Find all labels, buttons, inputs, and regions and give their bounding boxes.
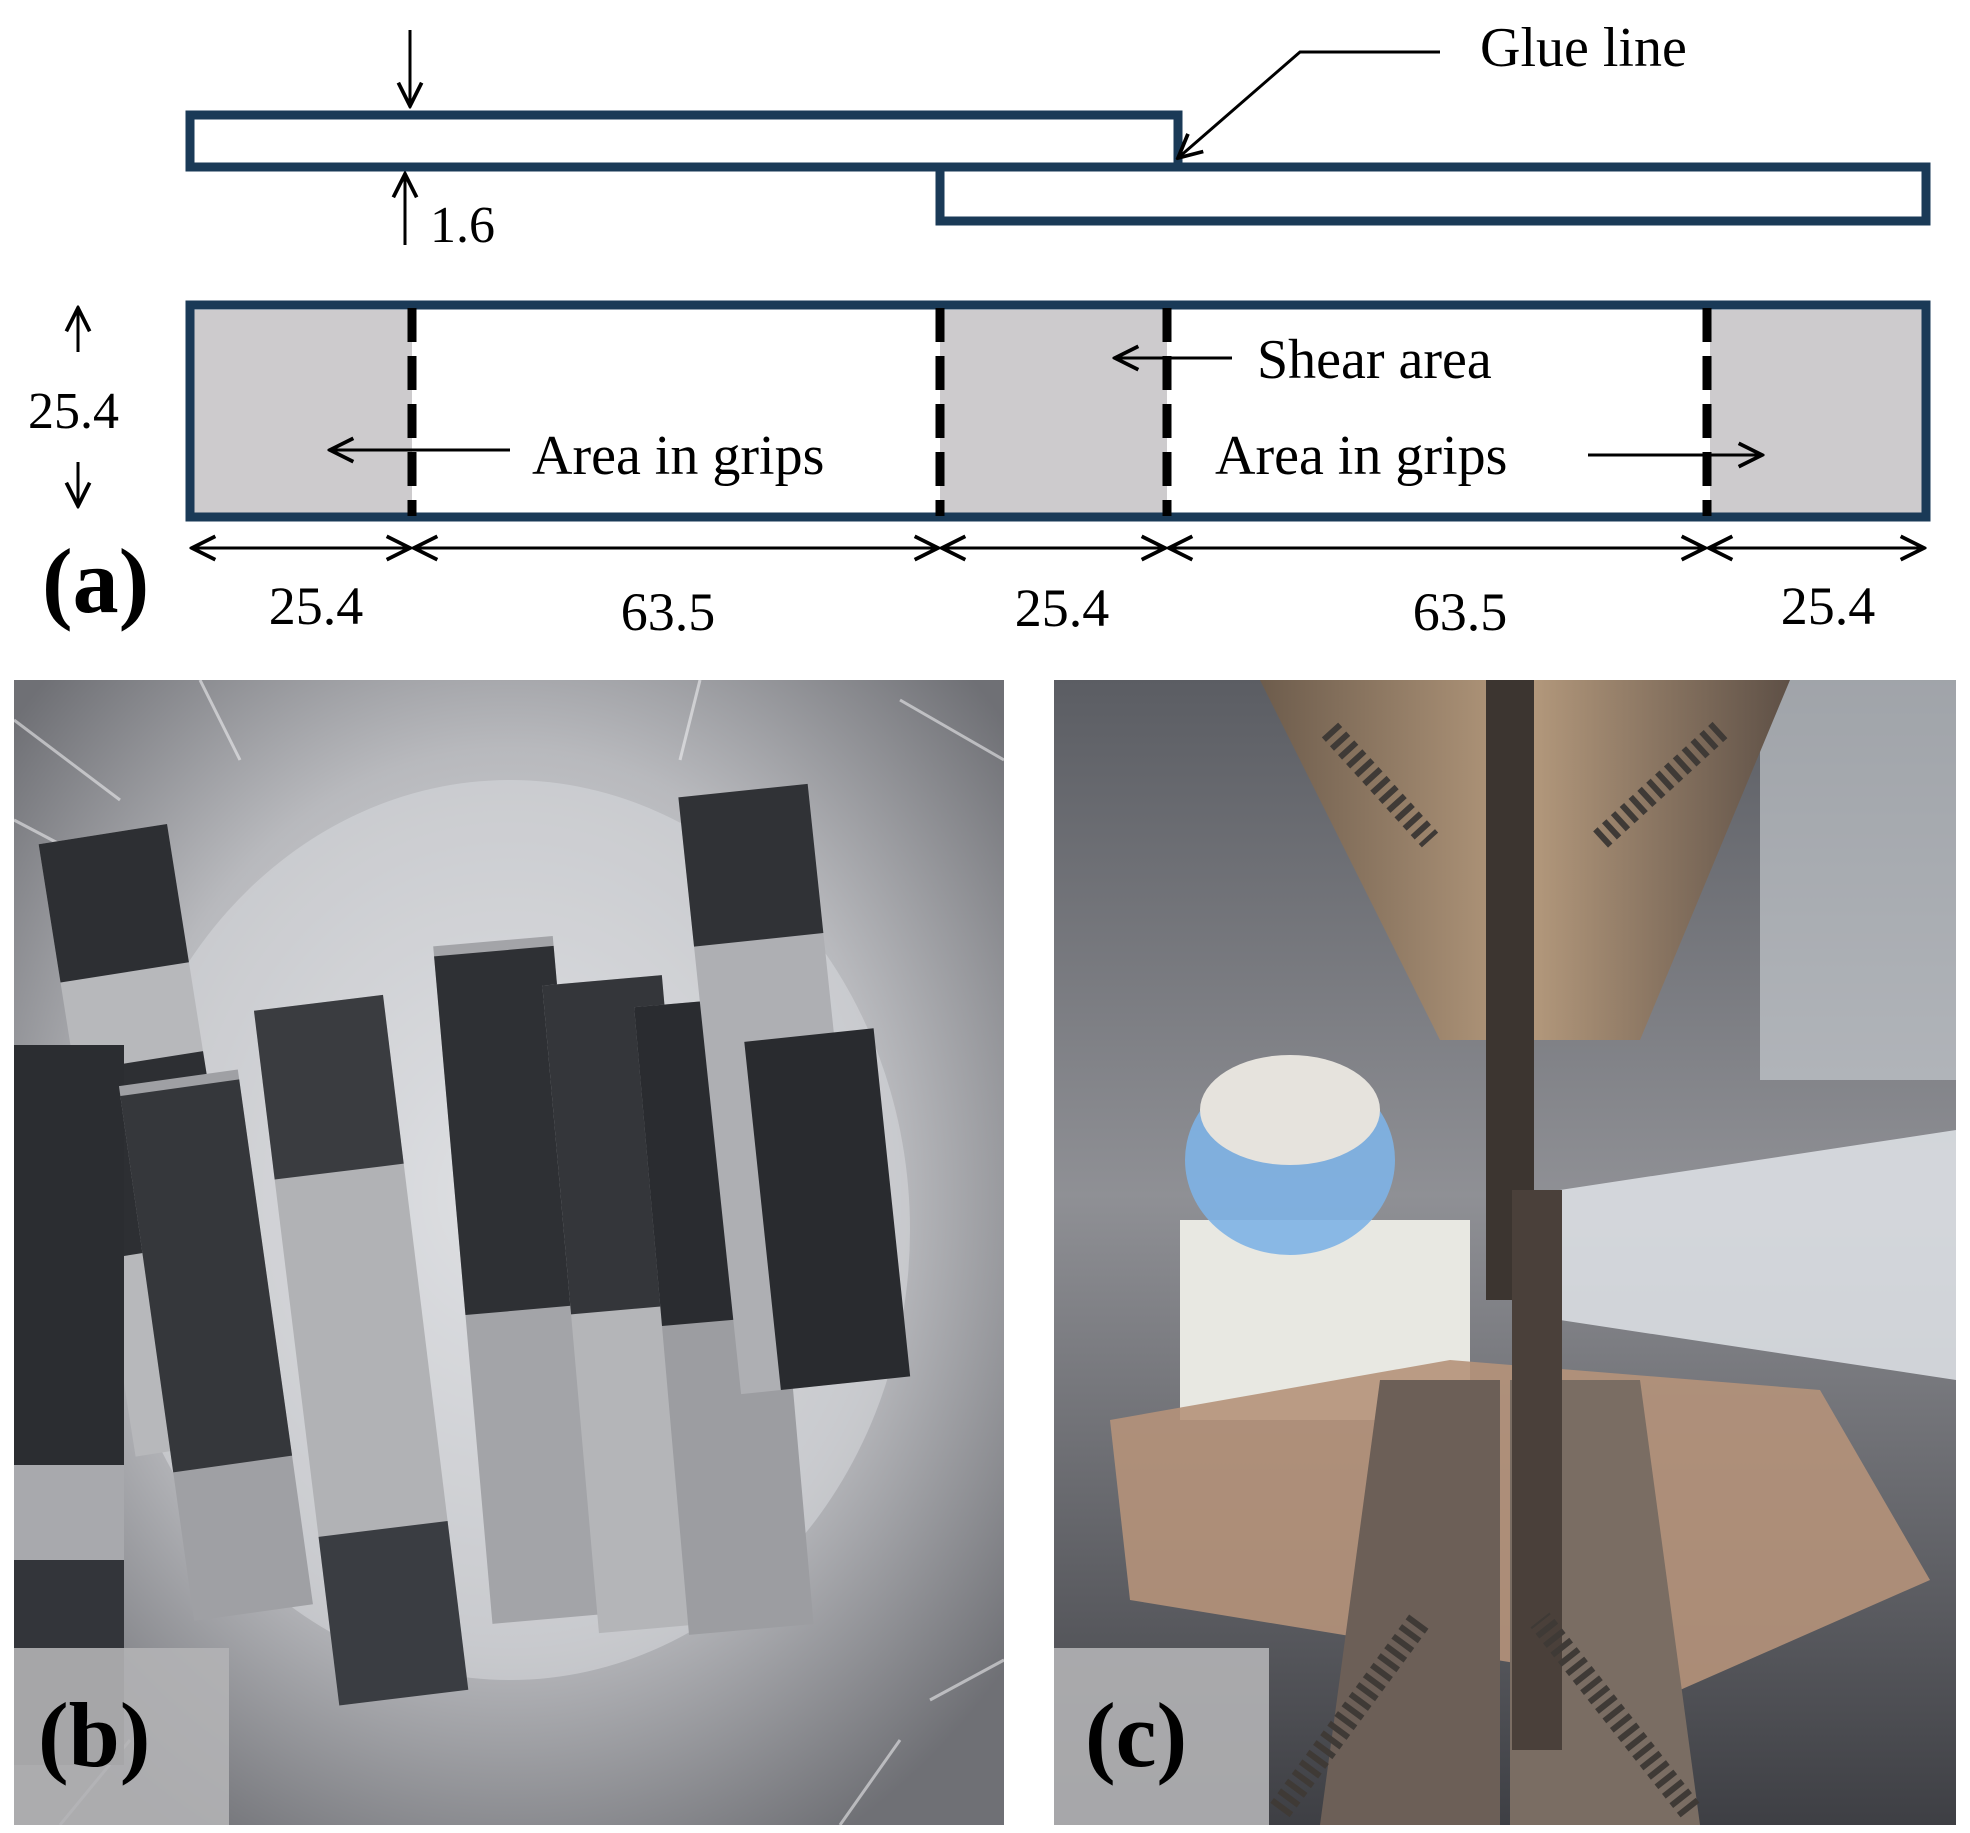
glue-line-arrow bbox=[1178, 50, 1440, 158]
grip-area-right bbox=[1710, 310, 1922, 514]
panel-a-letter: (a) bbox=[42, 530, 149, 632]
panel-c-letter: (c) bbox=[1085, 1684, 1187, 1786]
lab-wall bbox=[1760, 680, 1956, 1080]
glue-line-label: Glue line bbox=[1480, 17, 1687, 79]
panel-a: 1.6 Glue line Shear area Area in grips A… bbox=[28, 17, 1931, 642]
dim-label-5: 25.4 bbox=[1781, 576, 1876, 636]
plan-outline bbox=[185, 300, 1931, 522]
specimen-lower bbox=[1512, 1190, 1562, 1750]
dim-label-1: 25.4 bbox=[269, 576, 364, 636]
dim-label-4: 63.5 bbox=[1413, 582, 1508, 642]
lab-bench bbox=[1560, 1130, 1956, 1380]
width-label: 25.4 bbox=[28, 383, 119, 440]
panel-c-label-bg bbox=[1054, 1648, 1269, 1825]
lower-jaw-left bbox=[1320, 1380, 1500, 1825]
panel-b-letter: (b) bbox=[38, 1684, 150, 1786]
panel-b-label-bg bbox=[14, 1648, 229, 1825]
grip-label-right: Area in grips bbox=[1215, 425, 1507, 487]
top-adherend bbox=[185, 110, 1183, 172]
thickness-label: 1.6 bbox=[430, 197, 495, 254]
bottom-adherend bbox=[935, 162, 1931, 226]
panel-b: (b) bbox=[14, 680, 1004, 1825]
dim-label-2: 63.5 bbox=[621, 582, 716, 642]
panel-c: (c) bbox=[1054, 680, 1956, 1825]
specimens bbox=[14, 783, 911, 1765]
spring bbox=[1321, 722, 1439, 848]
water-container-lid bbox=[1200, 1055, 1380, 1165]
spring bbox=[1270, 1612, 1430, 1818]
grip-area-left bbox=[194, 310, 412, 514]
dim-label-3: 25.4 bbox=[1015, 578, 1110, 638]
shear-area-label: Shear area bbox=[1257, 329, 1492, 391]
dividers bbox=[407, 308, 1712, 516]
spring bbox=[1592, 721, 1728, 849]
spring bbox=[1530, 1612, 1700, 1818]
shear-area bbox=[940, 310, 1167, 514]
grip-label-left: Area in grips bbox=[532, 425, 824, 487]
